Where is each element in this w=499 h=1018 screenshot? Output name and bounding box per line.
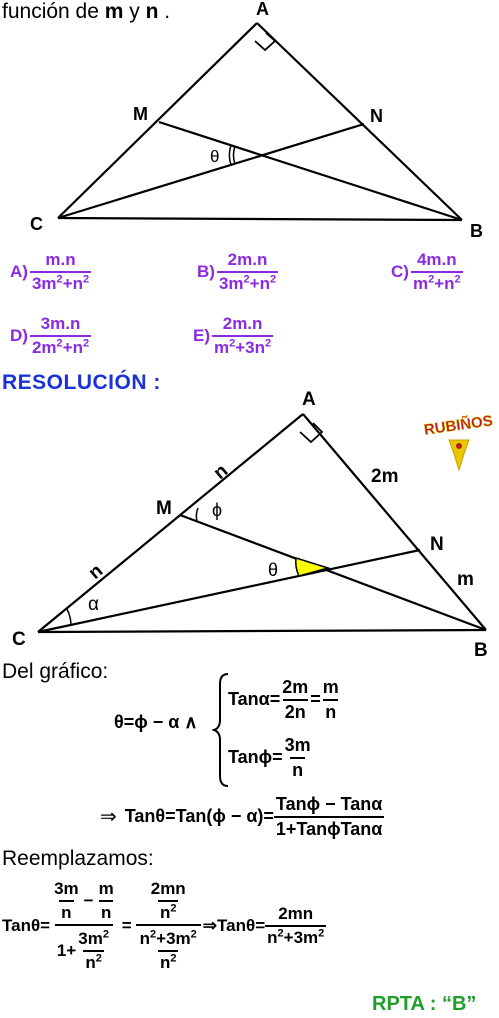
side-cb (37, 628, 487, 634)
side-cb (57, 216, 463, 222)
segment-cn (37, 548, 421, 634)
intro-text: función de m y n . (2, 0, 171, 23)
theta-label: θ (268, 560, 278, 580)
phi-arc (195, 507, 199, 522)
side-2m-label: 2m (371, 466, 398, 487)
segment-mb (158, 120, 463, 222)
side-n-upper-label: n (210, 460, 232, 484)
alpha-arc (66, 608, 72, 626)
theta-arc (232, 145, 236, 165)
side-ca (37, 413, 304, 633)
alpha-label: α (88, 594, 99, 615)
point-m-label: M (133, 104, 148, 124)
phi-label: ϕ (212, 500, 222, 520)
rubinos-logo: RUBIÑOS (424, 411, 494, 472)
side-ab (256, 22, 463, 221)
side-ca (57, 22, 258, 219)
vertex-a-label: A (302, 389, 316, 410)
vertex-b-label: B (474, 640, 488, 661)
theta-angle-highlight (295, 557, 331, 577)
right-angle-mark (254, 32, 277, 52)
angle-relation: θ=ϕ − α ∧ (114, 712, 198, 732)
triangle-figure-2: A B C M N 2m m n n ϕ θ α (12, 389, 488, 661)
point-n-label: N (430, 534, 444, 555)
vertex-b-label: B (470, 221, 483, 240)
vertex-a-label: A (256, 0, 269, 19)
side-m-label: m (457, 569, 474, 590)
side-n-lower-label: n (85, 560, 107, 584)
logo-trophy-icon (448, 439, 470, 472)
segment-mb (179, 513, 487, 632)
vertex-c-label: C (30, 214, 43, 234)
vertex-c-label: C (12, 629, 26, 650)
reemplazamos-label: Reemplazamos: (2, 847, 154, 870)
triangle-figure-1: A B C M N θ (30, 0, 483, 240)
segment-cn (57, 122, 365, 220)
del-grafico-label: Del gráfico: (2, 660, 109, 683)
curly-brace (212, 673, 229, 787)
resolution-title: RESOLUCIÓN : (2, 371, 161, 394)
point-m-label: M (156, 498, 172, 519)
logo-text: RUBIÑOS (424, 411, 494, 438)
theta-label: θ (210, 147, 219, 166)
point-n-label: N (370, 106, 383, 126)
right-angle-mark (299, 422, 324, 444)
side-ab (302, 413, 487, 631)
answer-label: RPTA : “B” (372, 993, 477, 1015)
